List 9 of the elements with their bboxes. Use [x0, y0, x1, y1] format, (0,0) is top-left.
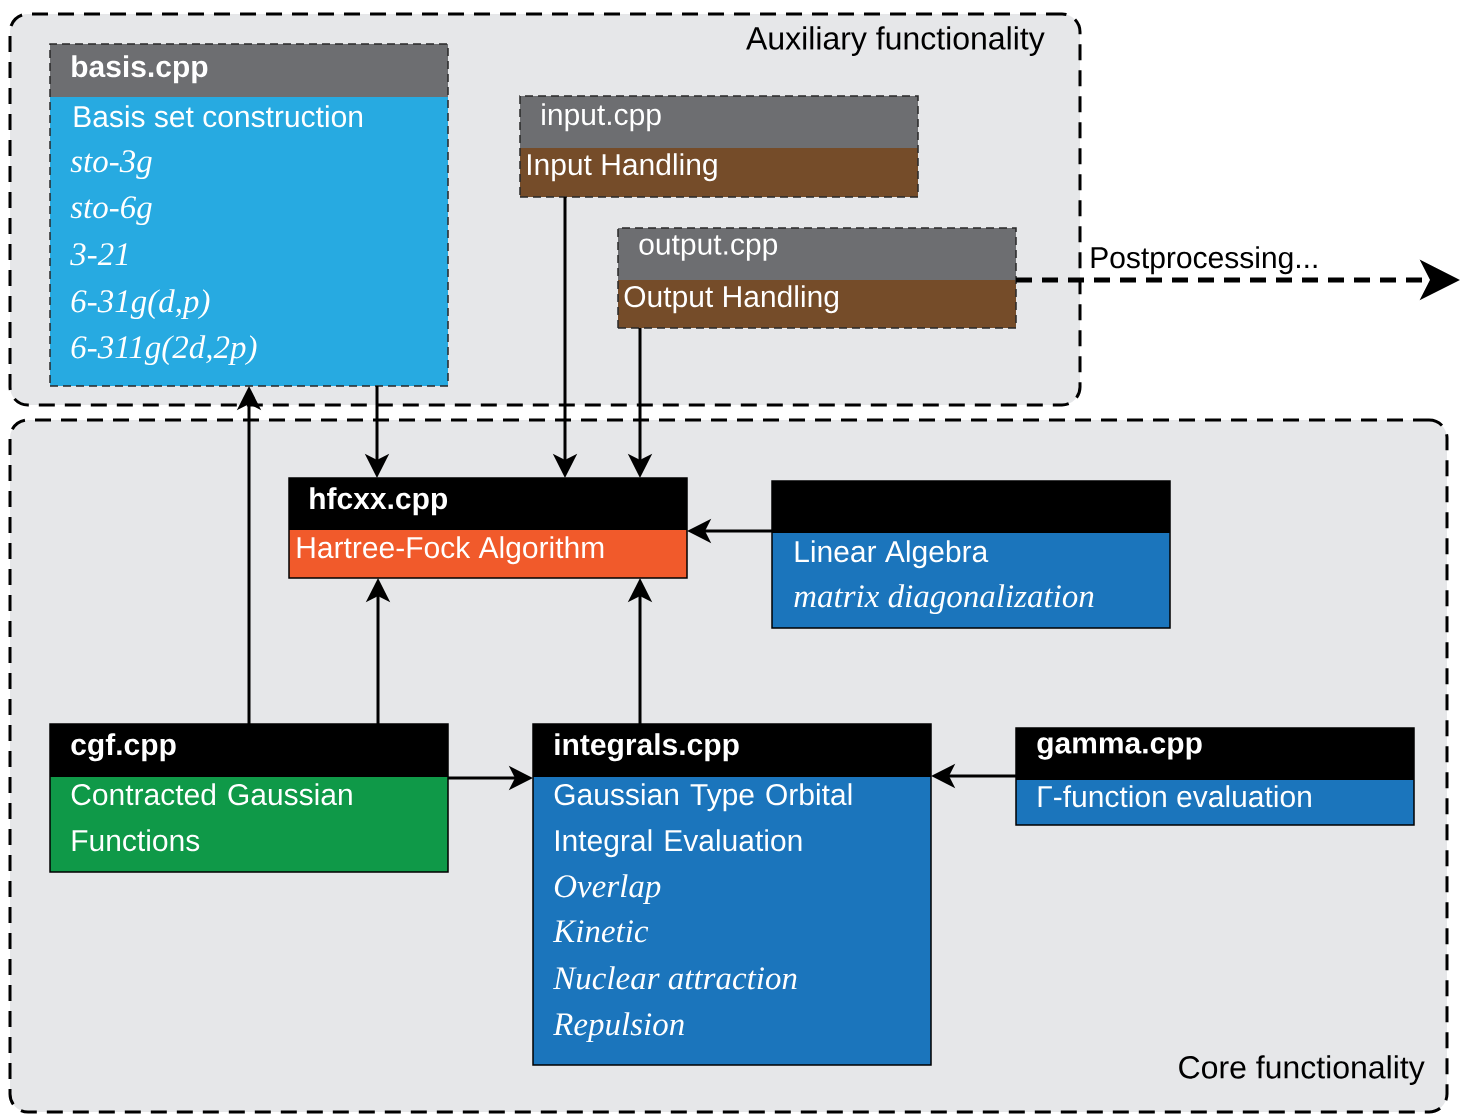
module-box: hfcxx.cpp Hartree-Fock Algorithm	[288, 477, 688, 579]
module-box: gamma.cpp Γ-function evaluation	[1015, 727, 1415, 826]
module-box: Linear Algebra matrix diagonalization	[771, 480, 1171, 629]
module-box: output.cpp Output Handling	[617, 227, 1017, 329]
module-box: basis.cpp Basis set construction sto-3g sto-6g 3-21 6-31g(d,p) 6-311g(2d,2p)	[49, 43, 449, 387]
edge-label: Postprocessing...	[1088, 245, 1321, 276]
module-box: cgf.cpp Contracted Gaussian Functions	[49, 723, 449, 873]
module-box: integrals.cpp Gaussian Type Orbital Integral Evaluation Overlap Kinetic Nuclear attraction Repulsion	[532, 723, 932, 1066]
module-box: input.cpp Input Handling	[519, 95, 919, 198]
